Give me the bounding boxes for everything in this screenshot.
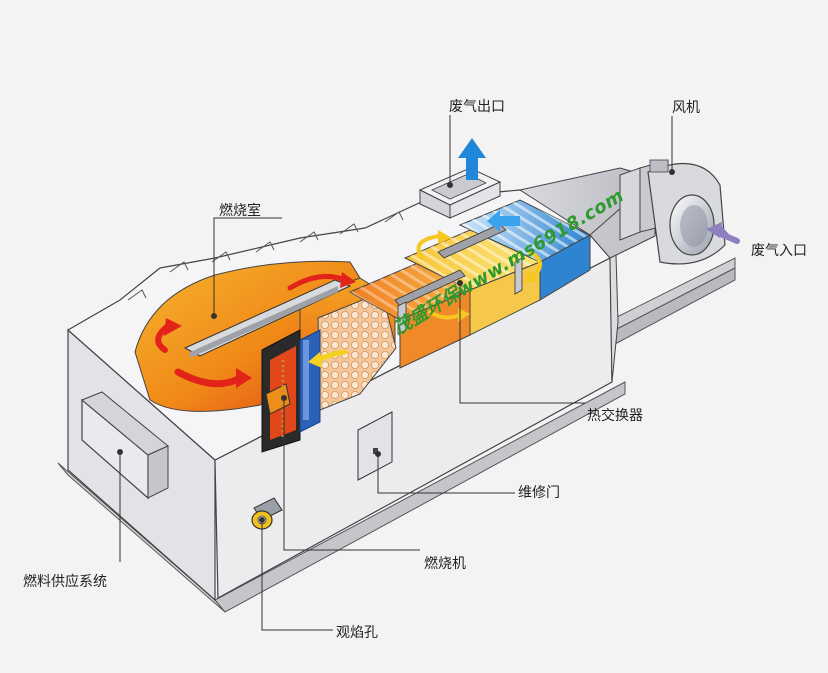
base-frame <box>57 257 736 613</box>
label-maintenance-door: 维修门 <box>518 485 560 501</box>
label-burner: 燃烧机 <box>424 556 466 572</box>
fuel-supply-box <box>81 391 169 500</box>
burner <box>261 329 348 453</box>
exhaust-inlet-arrow <box>706 222 740 244</box>
maintenance-door <box>357 411 393 481</box>
label-heat-exchanger: 热交换器 <box>587 408 643 424</box>
label-fuel-supply: 燃料供应系统 <box>23 574 107 590</box>
label-fan: 风机 <box>672 100 700 116</box>
fan-assembly <box>518 159 726 265</box>
label-combustion-chamber: 燃烧室 <box>219 203 261 219</box>
exhaust-outlet-arrow <box>458 138 486 180</box>
leader-lines <box>117 115 675 631</box>
heat-exchanger <box>348 199 592 369</box>
exhaust-outlet-stack <box>418 167 502 219</box>
label-sight-hole: 观焰孔 <box>336 625 378 641</box>
label-exhaust-inlet: 废气入口 <box>751 243 807 259</box>
label-exhaust-outlet: 废气出口 <box>449 99 505 115</box>
